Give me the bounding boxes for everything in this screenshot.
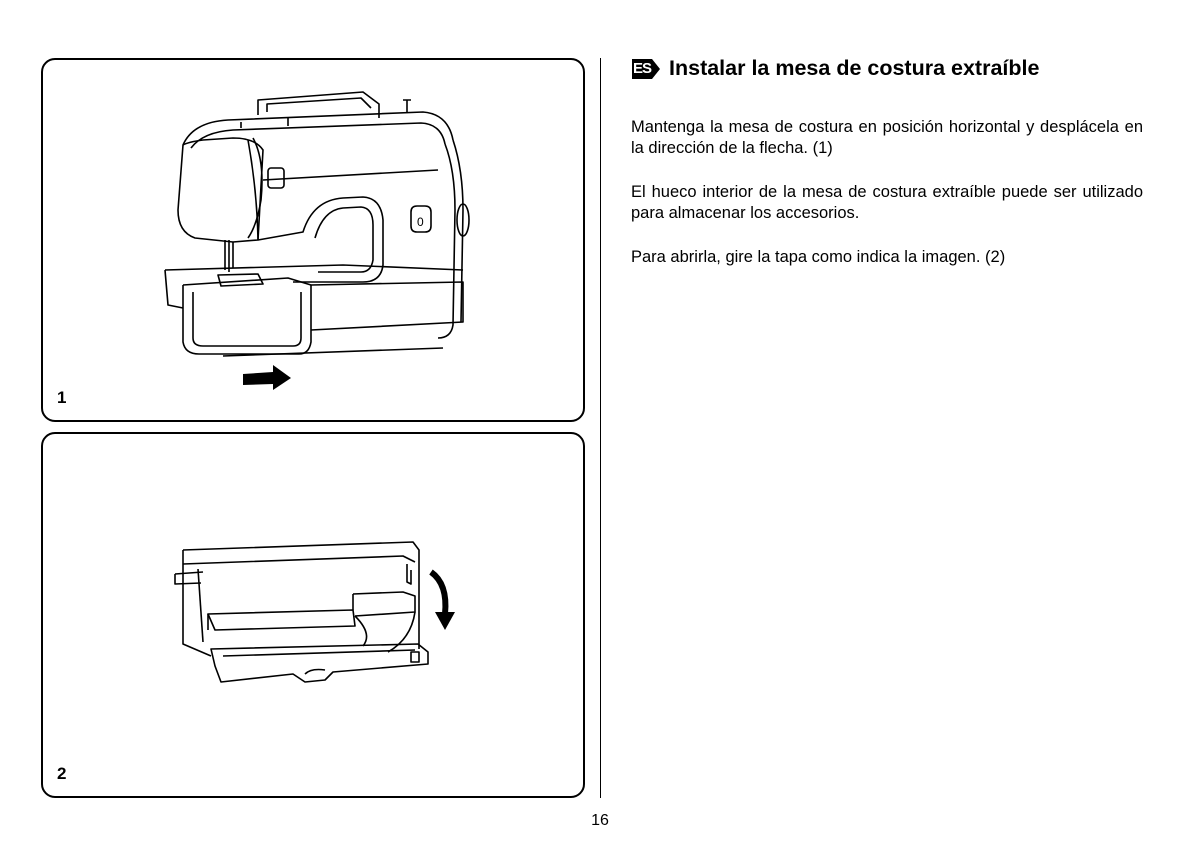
instruction-paragraph: Mantenga la mesa de costura en posición …	[631, 118, 1143, 157]
svg-text:0: 0	[417, 215, 424, 229]
section-title: Instalar la mesa de costura extraíble	[669, 56, 1040, 80]
section-header: ES Instalar la mesa de costura extraíble	[631, 56, 1039, 81]
figure-number: 2	[57, 764, 67, 783]
instruction-paragraph: Para abrirla, gire la tapa como indica l…	[631, 248, 1006, 266]
instructions: Mantenga la mesa de costura en posición …	[631, 117, 1143, 291]
arrow-right-icon	[243, 365, 291, 390]
curved-arrow-down-icon	[429, 569, 455, 630]
sewing-machine-illustration: 0	[164, 91, 470, 390]
page-number: 16	[591, 812, 609, 829]
column-divider	[600, 58, 601, 798]
figure-panel-2: 2	[41, 432, 585, 798]
figure-number: 1	[57, 388, 67, 407]
extension-table-illustration	[174, 541, 455, 683]
instruction-paragraph: El hueco interior de la mesa de costura …	[631, 183, 1143, 222]
figure-panel-1: 0 1	[41, 58, 585, 422]
language-badge-label: ES	[633, 59, 652, 77]
language-badge-icon: ES	[631, 57, 661, 81]
